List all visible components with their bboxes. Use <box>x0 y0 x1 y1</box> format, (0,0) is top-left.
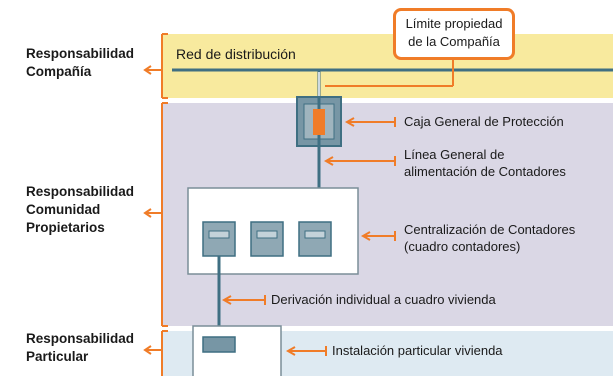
property-limit-callout: Límite propiedad de la Compañía <box>393 8 515 60</box>
particular-bracket <box>143 330 168 376</box>
distribution-network-label: Red de distribución <box>176 46 296 62</box>
general-line-label: Línea General de alimentación de Contado… <box>404 147 566 179</box>
company-zone-band <box>162 34 613 98</box>
private-installation-label: Instalación particular vivienda <box>332 343 503 358</box>
protection-box-label: Caja General de Protección <box>404 114 564 129</box>
protection-box-pointer <box>344 117 396 127</box>
property-limit-label: Límite propiedad de la Compañía <box>405 16 503 49</box>
company-responsibility-label: Responsabilidad Compañía <box>26 46 135 79</box>
community-responsibility-label: Responsabilidad Comunidad Propietarios <box>26 184 135 235</box>
particular-responsibility-label: Responsabilidad Particular <box>26 331 135 364</box>
meter-icon <box>250 221 284 257</box>
company-bracket <box>143 33 168 99</box>
private-installation-pointer <box>285 346 327 356</box>
general-line-pointer <box>323 156 396 166</box>
dwelling-panel-icon <box>202 336 236 353</box>
meter-centralization-label: Centralización de Contadores (cuadro con… <box>404 222 576 254</box>
fuse-icon <box>313 109 325 135</box>
derivation-pointer <box>221 295 266 305</box>
meter-icon <box>298 221 332 257</box>
individual-derivation-label: Derivación individual a cuadro vivienda <box>271 292 496 307</box>
community-bracket <box>143 102 168 327</box>
meter-icon <box>202 221 236 257</box>
meter-centralization-pointer <box>360 231 396 241</box>
